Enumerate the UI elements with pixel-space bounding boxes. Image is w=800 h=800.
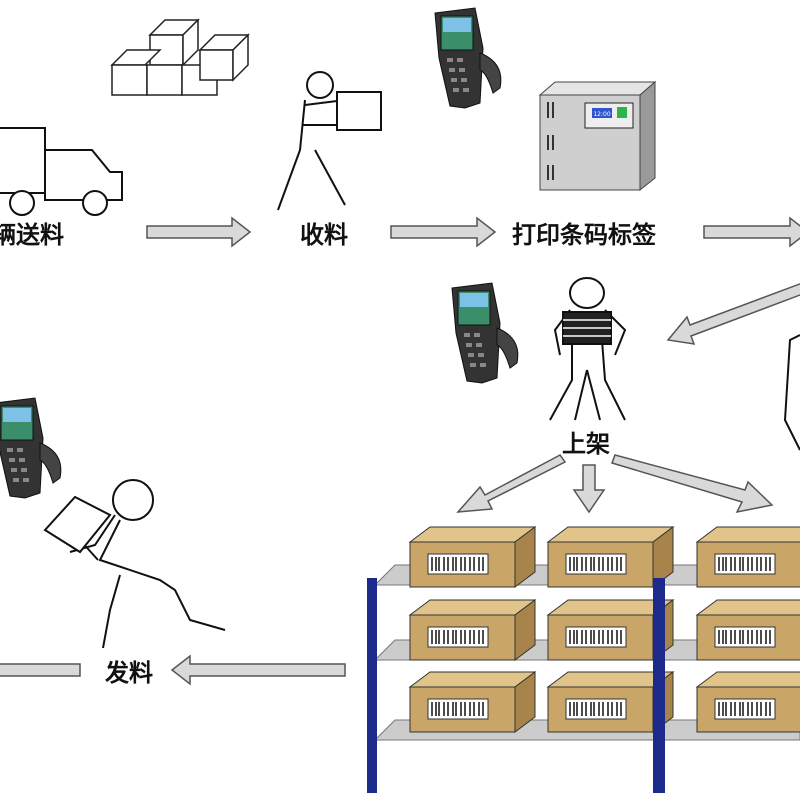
arrow-right-icon (390, 216, 497, 248)
arrow-down-left-icon (666, 283, 800, 345)
printer-display: 12:00 (593, 111, 610, 118)
handheld-scanner-icon (451, 282, 519, 384)
arrow-down-left-icon (456, 454, 567, 513)
partial-object (783, 334, 800, 451)
label-delivery: 辆送料 (0, 221, 64, 249)
shelving-person-icon (549, 277, 627, 421)
barcode-box (409, 526, 536, 588)
truck-icon (0, 127, 123, 216)
barcode-box (696, 671, 800, 733)
issuing-person-icon (43, 479, 226, 649)
arrow-left-icon (170, 654, 346, 686)
label-shelve: 上架 (562, 430, 610, 458)
arrow-down-right-icon (611, 454, 774, 514)
barcode-box (409, 599, 536, 661)
handheld-scanner-icon (0, 397, 62, 499)
label-issue: 发料 (104, 659, 153, 687)
barcode-box (696, 526, 800, 588)
arrow-left-icon (0, 663, 81, 677)
arrow-right-icon (703, 216, 800, 248)
receiving-person-icon (277, 71, 382, 211)
barcode-box (696, 599, 800, 661)
label-receive: 收料 (300, 221, 348, 249)
warehouse-shelf (367, 526, 800, 793)
arrow-right-icon (146, 216, 252, 248)
stacked-boxes-icon (110, 18, 250, 96)
label-print-barcode: 打印条码标签 (512, 221, 657, 249)
barcode-box (409, 671, 536, 733)
label-printer-icon: 12:00 (538, 80, 657, 192)
handheld-scanner-icon (434, 7, 502, 109)
arrow-down-icon (572, 464, 606, 514)
